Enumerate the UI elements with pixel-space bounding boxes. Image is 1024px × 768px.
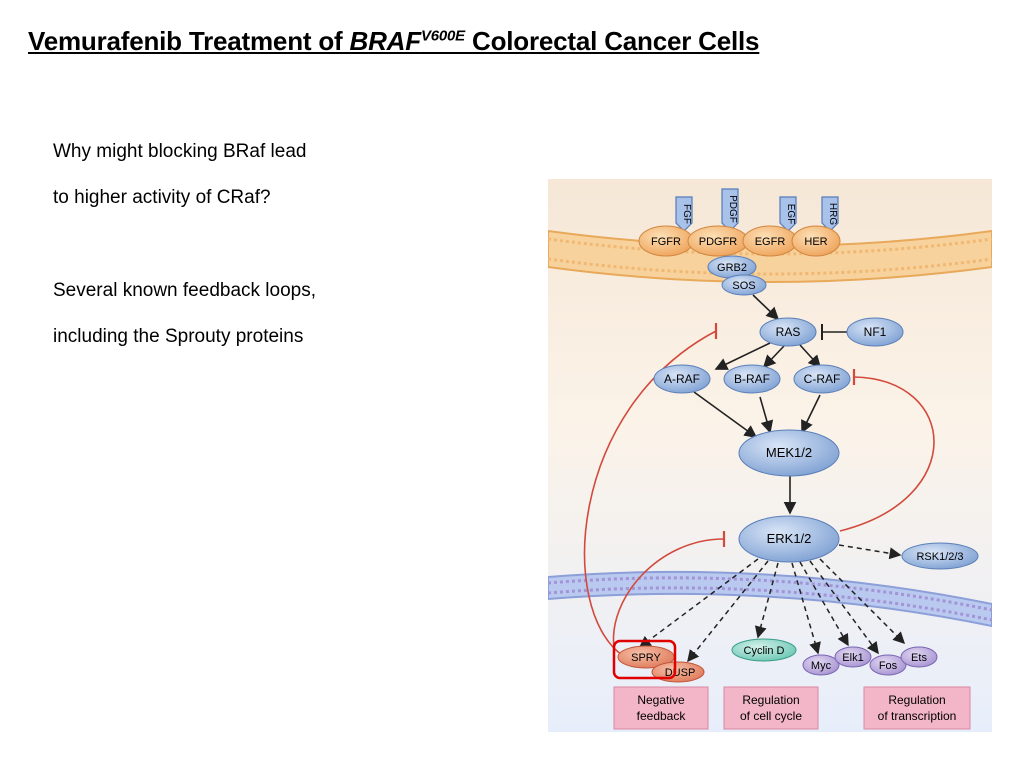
- myc-node: [802, 654, 840, 676]
- ligands: FGF PDGF EGF HRG: [675, 188, 839, 232]
- question-line-2: to higher activity of CRaf?: [53, 187, 271, 208]
- ligand-label-hrg: HRG: [827, 203, 838, 225]
- arrow-araf-mek: [693, 391, 758, 438]
- spry-label: SPRY: [631, 652, 661, 664]
- ligand-label-pdgf: PDGF: [727, 195, 738, 223]
- spry-highlight-box: [612, 639, 677, 680]
- ets-label: Ets: [911, 652, 927, 664]
- arrow-ras-araf: [714, 342, 771, 370]
- arrow-erk-elk: [799, 561, 849, 647]
- title-part2: Colorectal Cancer Cells: [465, 26, 760, 56]
- answer-line-2: including the Sprouty proteins: [53, 326, 304, 347]
- rsk-label: RSK1/2/3: [916, 551, 963, 563]
- ras-label: RAS: [776, 325, 801, 339]
- arrow-erk-rsk: [838, 544, 902, 560]
- pathway-diagram: FGF PDGF EGF HRG FGFR PDGFR EGFR HER GRB…: [548, 179, 992, 732]
- arrow-ras-craf: [799, 344, 822, 369]
- feedback-erk-to-craf: [839, 376, 935, 532]
- grb2-label: GRB2: [717, 262, 747, 274]
- arrow-craf-mek: [801, 394, 821, 434]
- erk-node: [738, 515, 840, 563]
- ligand-pdgf: PDGF: [721, 188, 739, 232]
- ras-node: [759, 317, 817, 347]
- negative-feedback-line2: feedback: [637, 709, 687, 723]
- page-title: Vemurafenib Treatment of BRAFV600E Color…: [28, 26, 760, 57]
- myc-label: Myc: [811, 660, 832, 672]
- nf1-node: [846, 317, 904, 347]
- arrow-erk-fos: [809, 560, 879, 655]
- title-part1: Vemurafenib Treatment of: [28, 26, 350, 56]
- answer-line-1: Several known feedback loops,: [53, 280, 316, 301]
- araf-node: [653, 364, 711, 394]
- arrow-sos-ras: [752, 294, 780, 321]
- mek-label: MEK1/2: [766, 445, 812, 460]
- elk1-node: [834, 646, 872, 668]
- arrow-ras-braf: [762, 345, 785, 369]
- receptor-label-fgfr: FGFR: [651, 236, 681, 248]
- ligand-label-egf: EGF: [785, 204, 796, 225]
- araf-label: A-RAF: [664, 372, 700, 386]
- craf-node: [793, 364, 851, 394]
- transcription-line1: Regulation: [888, 693, 945, 707]
- ligand-fgf: FGF: [675, 196, 693, 232]
- cell-cycle-line2: of cell cycle: [740, 709, 802, 723]
- nf1-label: NF1: [864, 325, 887, 339]
- arrow-erk-cyclin: [754, 562, 779, 639]
- transcription-line2: of transcription: [878, 709, 957, 723]
- braf-label: B-RAF: [734, 372, 770, 386]
- title-gene: BRAF: [349, 26, 422, 56]
- cyclin-d-label: Cyclin D: [744, 645, 785, 657]
- receptor-label-her: HER: [804, 236, 827, 248]
- mapk-pathway-figure: FGF PDGF EGF HRG FGFR PDGFR EGFR HER GRB…: [548, 179, 992, 732]
- transcription-box: Regulation of transcription: [863, 686, 971, 730]
- braf-node: [723, 364, 781, 394]
- arrow-erk-dusp: [687, 560, 769, 663]
- cell-cycle-line1: Regulation: [742, 693, 799, 707]
- arrow-erk-spry: [638, 558, 759, 648]
- nf1-inhibition: [821, 324, 848, 340]
- receptor-label-egfr: EGFR: [755, 236, 786, 248]
- cell-cycle-box: Regulation of cell cycle: [723, 686, 819, 730]
- rsk-node: [901, 542, 979, 570]
- question-line-1: Why might blocking BRaf lead: [53, 141, 307, 162]
- craf-label: C-RAF: [804, 372, 841, 386]
- arrow-erk-myc: [791, 562, 821, 655]
- arrow-erk-ets: [819, 558, 906, 645]
- feedback-dusp-to-erk: [612, 538, 725, 648]
- elk1-label: Elk1: [842, 652, 863, 664]
- title-superscript: V600E: [420, 27, 465, 45]
- erk-label: ERK1/2: [767, 531, 812, 546]
- sos-label: SOS: [732, 280, 755, 292]
- fos-label: Fos: [879, 660, 898, 672]
- arrow-braf-mek: [759, 396, 774, 434]
- transcriptional-arrows: [638, 544, 906, 663]
- receptor-her: [791, 225, 841, 257]
- cyclin-d-node: [731, 638, 797, 662]
- ligand-hrg: HRG: [821, 196, 839, 232]
- ets-node: [900, 646, 938, 668]
- receptors: FGFR PDGFR EGFR HER: [638, 225, 841, 257]
- negative-feedback-box: Negative feedback: [613, 686, 709, 730]
- mek-node: [738, 429, 840, 477]
- ligand-label-fgf: FGF: [681, 204, 692, 224]
- ligand-egf: EGF: [779, 196, 797, 232]
- sos-node: [721, 274, 767, 296]
- fos-node: [869, 654, 907, 676]
- negative-feedback-line1: Negative: [637, 693, 685, 707]
- receptor-label-pdgfr: PDGFR: [699, 236, 738, 248]
- activation-arrows: [693, 294, 822, 515]
